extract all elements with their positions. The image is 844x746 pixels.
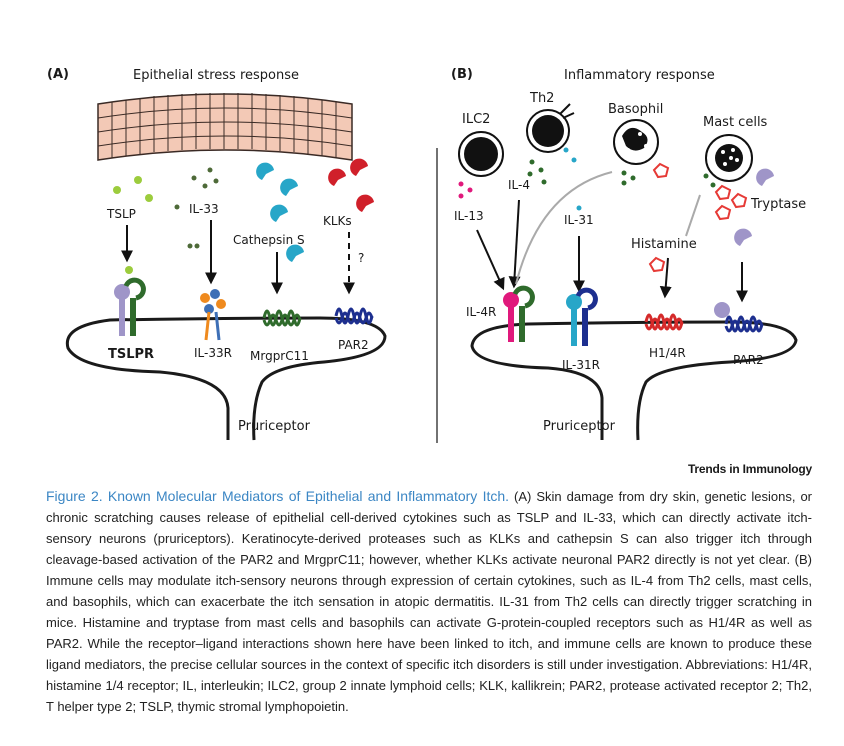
th2-cell [526,103,575,153]
mast-cells-label: Mast cells [703,115,768,130]
journal-name: Trends in Immunology [688,462,812,476]
il31r-label: IL-31R [562,358,600,372]
histamine-label: Histamine [631,237,697,252]
figure-illustration: (A) Epithelial stress response [47,67,806,443]
cathepsin-s-label: Cathepsin S [233,233,305,247]
caption-title: Figure 2. Known Molecular Mediators of E… [46,488,510,504]
par2-label-a: PAR2 [338,338,369,352]
tslp-label: TSLP [106,207,136,221]
il4-label: IL-4 [508,178,530,192]
figure-caption: Figure 2. Known Molecular Mediators of E… [46,486,812,717]
tryptase-label: Tryptase [750,197,806,212]
tslpr-label: TSLPR [108,347,154,362]
il33-molecules [174,167,219,249]
panel-a-label: (A) [47,67,69,82]
il13-label: IL-13 [454,209,484,223]
th2-label: Th2 [529,91,554,106]
journal-name-part1: Trends in [687,462,743,476]
il4-molecules-th2 [527,159,547,185]
il33r-label: IL-33R [194,346,232,360]
pruriceptor-a-membrane [65,316,387,441]
basophil-cell [613,119,659,165]
ilc2-label: ILC2 [462,112,490,127]
caption-body: (A) Skin damage from dry skin, genetic l… [46,489,812,714]
il4-molecules-basophil [621,170,636,186]
mast-cell-gray-arrow [685,194,701,237]
histamine-arrow [659,257,672,299]
tryptase-molecule [756,168,774,186]
pruriceptor-b-label: Pruriceptor [543,419,616,434]
histamine-molecules-basophil [652,162,670,179]
par2-receptor-b [714,302,764,333]
mast-cell [705,134,753,182]
tslp-molecules [113,176,153,274]
basophil-il4-arrow [515,171,613,285]
cathepsin-s-molecules [256,162,304,262]
il13-arrow [476,229,505,291]
par2-label-b: PAR2 [733,353,764,367]
panel-b-title: Inflammatory response [564,68,715,83]
il4r-receptor [503,285,535,342]
klks-label: KLKs [323,214,352,228]
pruriceptor-b-membrane [470,320,798,441]
h14r-receptor [644,313,684,331]
ilc2-cell [458,131,504,177]
journal-name-part2: Immunology [742,462,813,476]
klk-question-mark: ? [358,251,364,265]
il33-label: IL-33 [189,202,219,216]
klk-molecules [328,158,374,212]
panel-b-label: (B) [451,67,473,82]
il31-molecules [563,147,582,211]
il31-label: IL-31 [564,213,594,227]
il13-molecules [458,181,473,199]
il4-arrow [508,199,521,289]
pruriceptor-a-label: Pruriceptor [238,419,311,434]
tslpr-receptor [114,277,146,336]
par2-tryptase-molecule [734,228,752,246]
histamine-molecules-mast [648,184,748,273]
h14r-label: H1/4R [649,346,686,360]
il33r-receptor [200,289,226,341]
basophil-label: Basophil [608,102,663,117]
panel-a-title: Epithelial stress response [133,68,299,83]
mrgprc11-label: MrgprC11 [250,349,309,363]
par2-receptor-a [334,307,374,325]
il4-molecules-mast [703,173,716,188]
il4r-label: IL-4R [466,305,496,319]
il31r-receptor [566,287,598,346]
mrgprc11-receptor [262,309,302,327]
skin-epithelium [97,93,353,161]
